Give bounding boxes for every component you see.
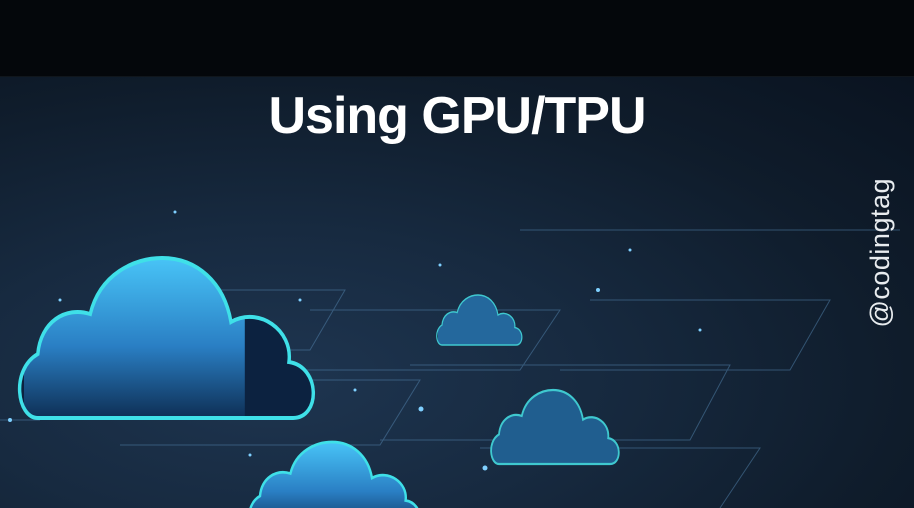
watermark-handle: @codingtag <box>865 178 895 328</box>
hero-background <box>0 77 914 508</box>
top-bar <box>0 0 914 77</box>
page-title: Using GPU/TPU <box>268 87 646 145</box>
cloud-network-illustration <box>0 210 900 508</box>
large-cloud-icon <box>20 258 314 418</box>
